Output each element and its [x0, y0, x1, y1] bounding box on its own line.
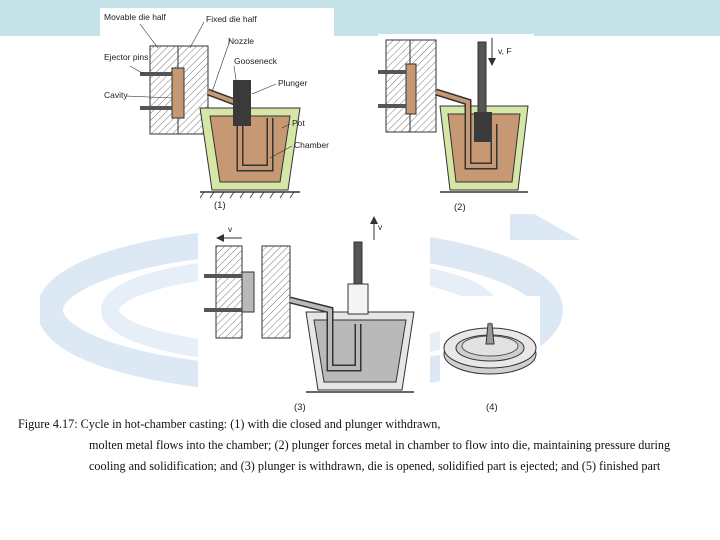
- step-3-diagram: v v (3): [198, 216, 430, 412]
- label-movable-die-half: Movable die half: [104, 12, 167, 22]
- label-pot: Pot: [292, 118, 305, 128]
- label-plunger: Plunger: [278, 78, 307, 88]
- step-2-diagram: v, F (2): [378, 34, 534, 214]
- caption-continuation: molten metal flows into the chamber; (2)…: [89, 438, 671, 473]
- plunger: [233, 80, 251, 126]
- cavity: [171, 67, 185, 119]
- label-gooseneck: Gooseneck: [234, 56, 278, 66]
- label-cavity: Cavity: [104, 90, 128, 100]
- step-1-diagram: Movable die half Fixed die half Ejector …: [100, 8, 334, 214]
- label-velocity-die: v: [228, 224, 233, 234]
- gooseneck: [207, 90, 272, 170]
- label-ejector-pins: Ejector pins: [104, 52, 148, 62]
- label-nozzle: Nozzle: [228, 36, 254, 46]
- label-fixed-die-half: Fixed die half: [206, 14, 257, 24]
- ejector-pin: [140, 106, 172, 110]
- label-force: v, F: [498, 46, 512, 56]
- figure-caption: Figure 4.17: Cycle in hot‑chamber castin…: [18, 414, 708, 477]
- label-velocity-plunger: v: [378, 222, 383, 232]
- step-2-label: (2): [454, 202, 466, 213]
- ejector-pin: [140, 72, 172, 76]
- label-chamber: Chamber: [294, 140, 329, 150]
- step-3-label: (3): [294, 402, 306, 412]
- step-4-diagram: (4): [440, 296, 540, 412]
- step-4-label: (4): [486, 402, 498, 412]
- caption-first-line: Figure 4.17: Cycle in hot‑chamber castin…: [18, 417, 441, 431]
- step-1-label: (1): [214, 200, 226, 211]
